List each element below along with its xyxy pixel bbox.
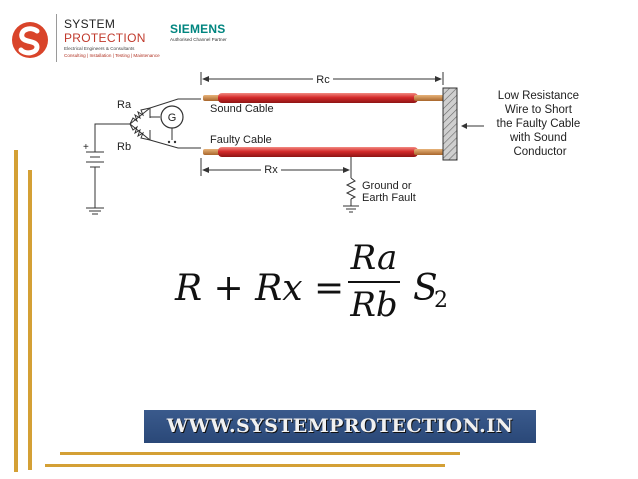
short-wire-note: Low Resistance Wire to Short the Faulty … (497, 90, 584, 158)
decor-vertical-bar-2 (28, 170, 32, 470)
faulty-cable-label: Faulty Cable (210, 134, 272, 146)
earth-fault-note-line: Ground or (362, 180, 412, 192)
battery-plus-label: + (83, 142, 89, 153)
formula-fraction-bar (348, 281, 400, 283)
decor-vertical-bar-1 (14, 150, 18, 472)
sound-cable-label: Sound Cable (210, 103, 274, 115)
rc-label-bg (313, 73, 333, 85)
formula-lhs: R + Rx = (175, 268, 345, 309)
short-wire-note-line: with Sound (509, 132, 567, 144)
murray-loop-diagram: Rc Ra Rb + G Sound (83, 72, 584, 215)
short-wire-block (442, 87, 458, 161)
resistor-ra-icon (129, 107, 151, 125)
partner-subtitle: Authorised Channel Partner (170, 37, 227, 42)
short-pointer-arrow (461, 123, 484, 129)
rx-label: Rx (264, 164, 278, 176)
rb-label: Rb (117, 141, 131, 153)
battery-icon (86, 150, 104, 172)
formula-factor-subscript: 2 (434, 288, 448, 313)
formula-factor: S (413, 268, 438, 309)
short-wire-note-line: Wire to Short (505, 104, 573, 116)
short-wire-note-line: Low Resistance (498, 90, 579, 102)
murray-loop-formula: R + Rx = Ra Rb S 2 (170, 238, 470, 328)
brand-tagline: Electrical Engineers & Consultants (64, 46, 135, 51)
formula-numerator: Ra (350, 238, 398, 278)
earth-fault-icon (343, 157, 359, 213)
faulty-cable (203, 147, 446, 157)
earth-fault-note: Ground or Earth Fault (362, 180, 416, 204)
galvanometer-label: G (168, 112, 177, 124)
ra-label: Ra (117, 99, 132, 111)
sound-cable (203, 93, 446, 103)
bridge-network (86, 98, 201, 215)
decor-horizontal-bar-2 (45, 464, 445, 467)
website-link[interactable]: WWW.SYSTEMPROTECTION.IN (166, 415, 514, 437)
formula-fraction: Ra Rb (348, 238, 400, 325)
company-logo-icon (12, 22, 48, 58)
brand-name-line1: SYSTEM (64, 17, 116, 31)
partner-logo: SIEMENS (170, 22, 226, 36)
rx-label-bg (261, 163, 281, 175)
rc-label: Rc (316, 74, 330, 86)
brand-name-line2: PROTECTION (64, 31, 146, 45)
decor-horizontal-bar-1 (60, 452, 460, 455)
short-wire-note-line: Conductor (513, 146, 566, 158)
galvanometer-icon (150, 105, 184, 144)
resistor-rb-icon (129, 123, 151, 141)
brand-divider (56, 14, 57, 62)
formula-denominator: Rb (350, 285, 398, 325)
short-wire-note-line: the Faulty Cable (497, 118, 581, 130)
earth-fault-note-line: Earth Fault (362, 192, 416, 204)
website-banner (144, 410, 536, 443)
brand-services: Consulting | Installation | Testing | Ma… (64, 53, 160, 58)
